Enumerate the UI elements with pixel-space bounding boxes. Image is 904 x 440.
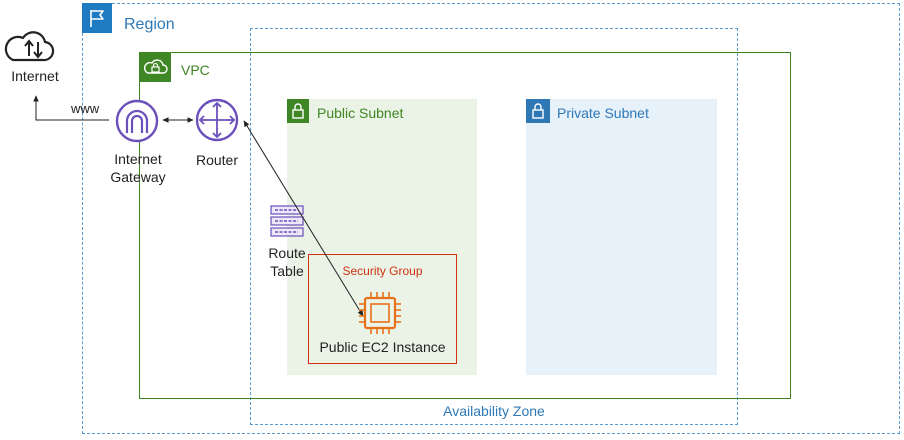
- cloud-upload-download-icon: [4, 31, 55, 62]
- chip-icon: [359, 292, 401, 334]
- www-label: www: [71, 101, 100, 116]
- router-ec2-connector: [243, 120, 364, 317]
- public-subnet-label: Public Subnet: [317, 105, 404, 121]
- private-subnet: [526, 99, 717, 375]
- gateway-arch-icon: [115, 99, 159, 143]
- internet-label: Internet: [11, 68, 59, 84]
- vpc-label: VPC: [181, 62, 210, 78]
- flag-icon: [90, 10, 104, 27]
- region-boundary: [82, 3, 900, 434]
- internet-gateway-label-line2: Gateway: [110, 169, 166, 185]
- private-subnet-label: Private Subnet: [557, 105, 649, 121]
- region-label: Region: [124, 16, 175, 33]
- internet-to-gateway-connector: [33, 95, 109, 121]
- vpc-boundary: [139, 52, 791, 399]
- lock-icon: [292, 103, 304, 119]
- vpc-badge: [139, 52, 171, 82]
- internet-gateway-label-line1: Internet: [114, 151, 162, 167]
- internet-gateway-label: Internet Gateway: [98, 150, 178, 186]
- region-badge: [82, 3, 112, 33]
- private-subnet-badge: [526, 99, 550, 123]
- cloud-lock-icon: [143, 59, 168, 74]
- router-label: Router: [195, 152, 239, 168]
- lock-icon: [532, 103, 544, 119]
- router-arrows-icon: [195, 98, 239, 142]
- public-subnet-badge: [287, 99, 309, 123]
- availability-zone-label: Availability Zone: [443, 403, 545, 419]
- ec2-instance-label: Public EC2 Instance: [319, 339, 446, 355]
